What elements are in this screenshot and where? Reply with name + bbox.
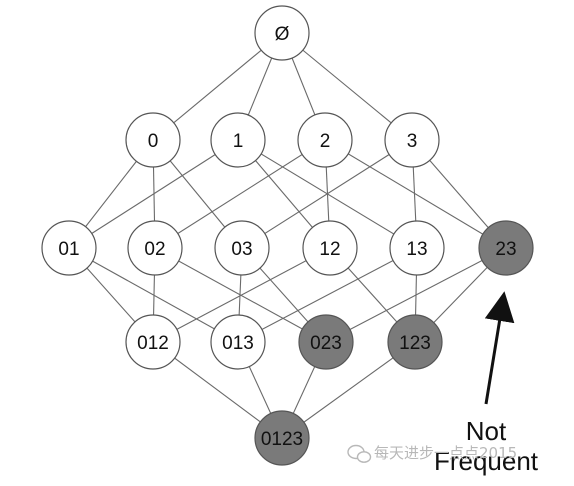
edge-1-01 xyxy=(68,139,239,249)
node-label-23: 23 xyxy=(495,239,516,260)
node-circle-2 xyxy=(297,112,353,168)
annotation-line-2: Frequent xyxy=(434,446,539,476)
node-empty: Ø xyxy=(254,5,310,61)
node-label-13: 13 xyxy=(406,239,427,260)
node-label-0: 0 xyxy=(148,131,159,152)
node-circle-3 xyxy=(384,112,440,168)
node-label-1: 1 xyxy=(233,131,244,152)
node-0123: 0123 xyxy=(254,410,310,466)
node-label-03: 03 xyxy=(231,239,252,260)
node-circle-0123 xyxy=(254,410,310,466)
edge-empty-3 xyxy=(281,32,413,141)
edge-12-012 xyxy=(152,247,331,343)
node-circle-0 xyxy=(125,112,181,168)
watermark: 每天进步一点点2015 xyxy=(347,444,517,463)
node-circle-03 xyxy=(214,220,270,276)
node-label-123: 123 xyxy=(399,333,431,354)
node-circle-12 xyxy=(302,220,358,276)
node-13: 13 xyxy=(389,220,445,276)
node-circle-empty xyxy=(254,5,310,61)
node-0: 0 xyxy=(125,112,181,168)
node-012: 012 xyxy=(125,314,181,370)
node-circle-1 xyxy=(210,112,266,168)
node-01: 01 xyxy=(41,220,97,276)
annotation-line-1: Not xyxy=(466,416,507,446)
node-2: 2 xyxy=(297,112,353,168)
node-circle-02 xyxy=(127,220,183,276)
node-02: 02 xyxy=(127,220,183,276)
node-label-01: 01 xyxy=(58,239,79,260)
node-circle-13 xyxy=(389,220,445,276)
node-123: 123 xyxy=(387,314,443,370)
node-label-013: 013 xyxy=(222,333,254,354)
node-12: 12 xyxy=(302,220,358,276)
edge-3-03 xyxy=(241,139,413,249)
node-label-empty: Ø xyxy=(275,24,290,45)
watermark-text: 每天进步一点点2015 xyxy=(374,444,517,462)
node-circle-123 xyxy=(387,314,443,370)
node-label-0123: 0123 xyxy=(261,429,303,450)
node-label-023: 023 xyxy=(310,333,342,354)
edge-empty-0 xyxy=(152,32,283,141)
node-label-12: 12 xyxy=(319,239,340,260)
node-circle-023 xyxy=(298,314,354,370)
node-circle-012 xyxy=(125,314,181,370)
node-1: 1 xyxy=(210,112,266,168)
edge-13-013 xyxy=(237,247,418,343)
node-3: 3 xyxy=(384,112,440,168)
node-023: 023 xyxy=(298,314,354,370)
node-03: 03 xyxy=(214,220,270,276)
node-013: 013 xyxy=(210,314,266,370)
node-label-012: 012 xyxy=(137,333,169,354)
node-label-3: 3 xyxy=(407,131,418,152)
node-circle-013 xyxy=(210,314,266,370)
not-frequent-annotation: Not Frequent xyxy=(434,291,539,476)
edge-23-023 xyxy=(325,247,507,343)
edge-2-23 xyxy=(324,139,507,249)
node-circle-23 xyxy=(478,220,534,276)
wechat-icon xyxy=(347,444,372,463)
node-label-2: 2 xyxy=(320,131,331,152)
edge-2-02 xyxy=(154,139,326,249)
node-23: 23 xyxy=(478,220,534,276)
annotation-arrow xyxy=(484,291,515,405)
node-label-02: 02 xyxy=(144,239,165,260)
node-circle-01 xyxy=(41,220,97,276)
